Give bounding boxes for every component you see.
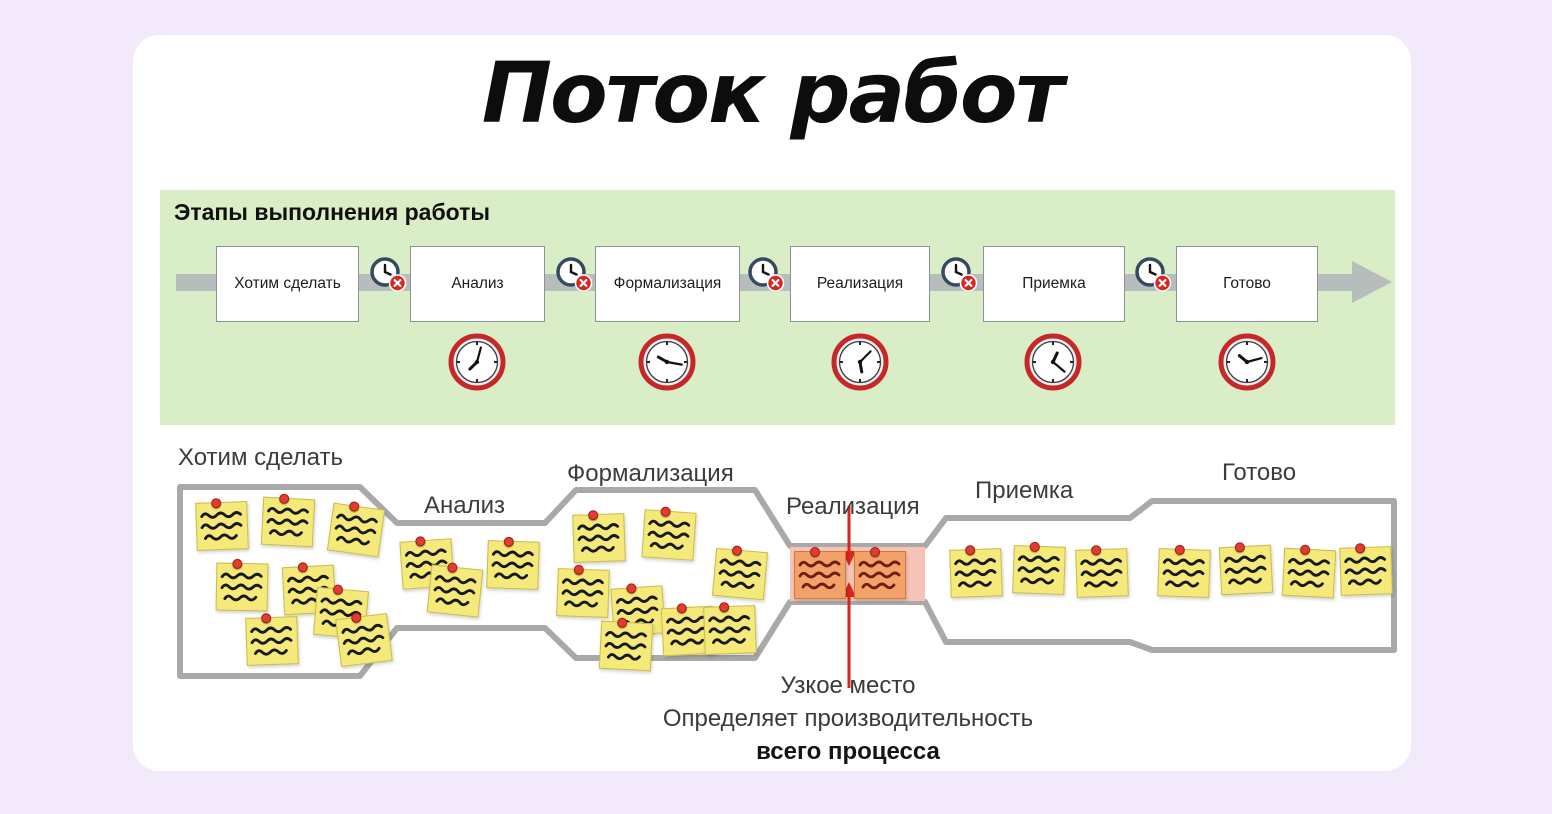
sticky-note xyxy=(260,493,316,548)
sticky-note xyxy=(245,613,299,666)
clock-with-error-icon xyxy=(940,255,978,293)
flow-section-label: Готово xyxy=(1222,459,1297,486)
stage-box-label: Анализ xyxy=(451,274,504,292)
sticky-note xyxy=(703,602,757,655)
sticky-note xyxy=(426,562,484,618)
sticky-note xyxy=(572,510,626,563)
stage-box-5: Приемка xyxy=(983,246,1125,322)
stage-box-4: Реализация xyxy=(790,246,930,322)
analog-clock-icon xyxy=(1024,333,1082,391)
bottleneck-caption: Узкое место Определяет производительност… xyxy=(498,669,1198,768)
sticky-note xyxy=(486,536,540,590)
pin-icon xyxy=(870,547,880,557)
sticky-note xyxy=(1281,544,1337,599)
sticky-note xyxy=(949,545,1003,598)
analog-clock-icon xyxy=(1218,333,1276,391)
flow-section-label: Приемка xyxy=(975,477,1074,504)
stages-panel-header: Этапы выполнения работы xyxy=(174,199,491,225)
flow-section-label: Реализация xyxy=(786,493,920,520)
caption-line-2: Определяет производительность xyxy=(662,705,1034,732)
flow-section-label: Хотим сделать xyxy=(178,444,343,471)
clock-with-error-icon xyxy=(369,255,407,293)
sticky-note xyxy=(1339,543,1393,596)
sticky-note xyxy=(1075,545,1129,598)
sticky-note xyxy=(854,547,906,599)
caption-line-3: всего процесса xyxy=(756,738,940,765)
clock-with-error-icon xyxy=(1134,255,1172,293)
sticky-note xyxy=(335,612,393,667)
sticky-note xyxy=(1218,542,1274,596)
stage-box-label: Приемка xyxy=(1022,274,1086,292)
stage-box-6: Готово xyxy=(1176,246,1318,322)
stage-box-3: Формализация xyxy=(595,246,740,322)
sticky-note xyxy=(598,617,654,672)
sticky-note xyxy=(712,545,768,601)
clock-with-error-icon xyxy=(555,255,593,293)
caption-line-1: Узкое место xyxy=(780,672,916,699)
sticky-note xyxy=(1157,544,1211,598)
stage-box-label: Готово xyxy=(1223,274,1271,292)
sticky-note xyxy=(1012,541,1066,595)
analog-clock-icon xyxy=(831,333,889,391)
analog-clock-icon xyxy=(638,333,696,391)
analog-clock-icon xyxy=(448,333,506,391)
stage-box-label: Формализация xyxy=(613,274,722,292)
sticky-note xyxy=(215,558,269,612)
flow-section-label: Анализ xyxy=(424,492,506,519)
sticky-note xyxy=(326,500,386,558)
pin-icon xyxy=(810,547,820,557)
flow-direction-arrowhead-icon xyxy=(1352,261,1392,303)
sticky-note xyxy=(794,547,846,599)
flow-section-label: Формализация xyxy=(567,460,734,487)
stage-box-1: Хотим сделать xyxy=(216,246,359,322)
clock-with-error-icon xyxy=(747,255,785,293)
sticky-note xyxy=(641,506,697,561)
stage-box-2: Анализ xyxy=(410,246,545,322)
sticky-note xyxy=(195,498,249,551)
stage-box-label: Реализация xyxy=(816,274,904,292)
stage-box-label: Хотим сделать xyxy=(234,274,341,292)
sticky-note xyxy=(556,564,610,618)
slide-title: Поток работ xyxy=(481,44,1065,142)
